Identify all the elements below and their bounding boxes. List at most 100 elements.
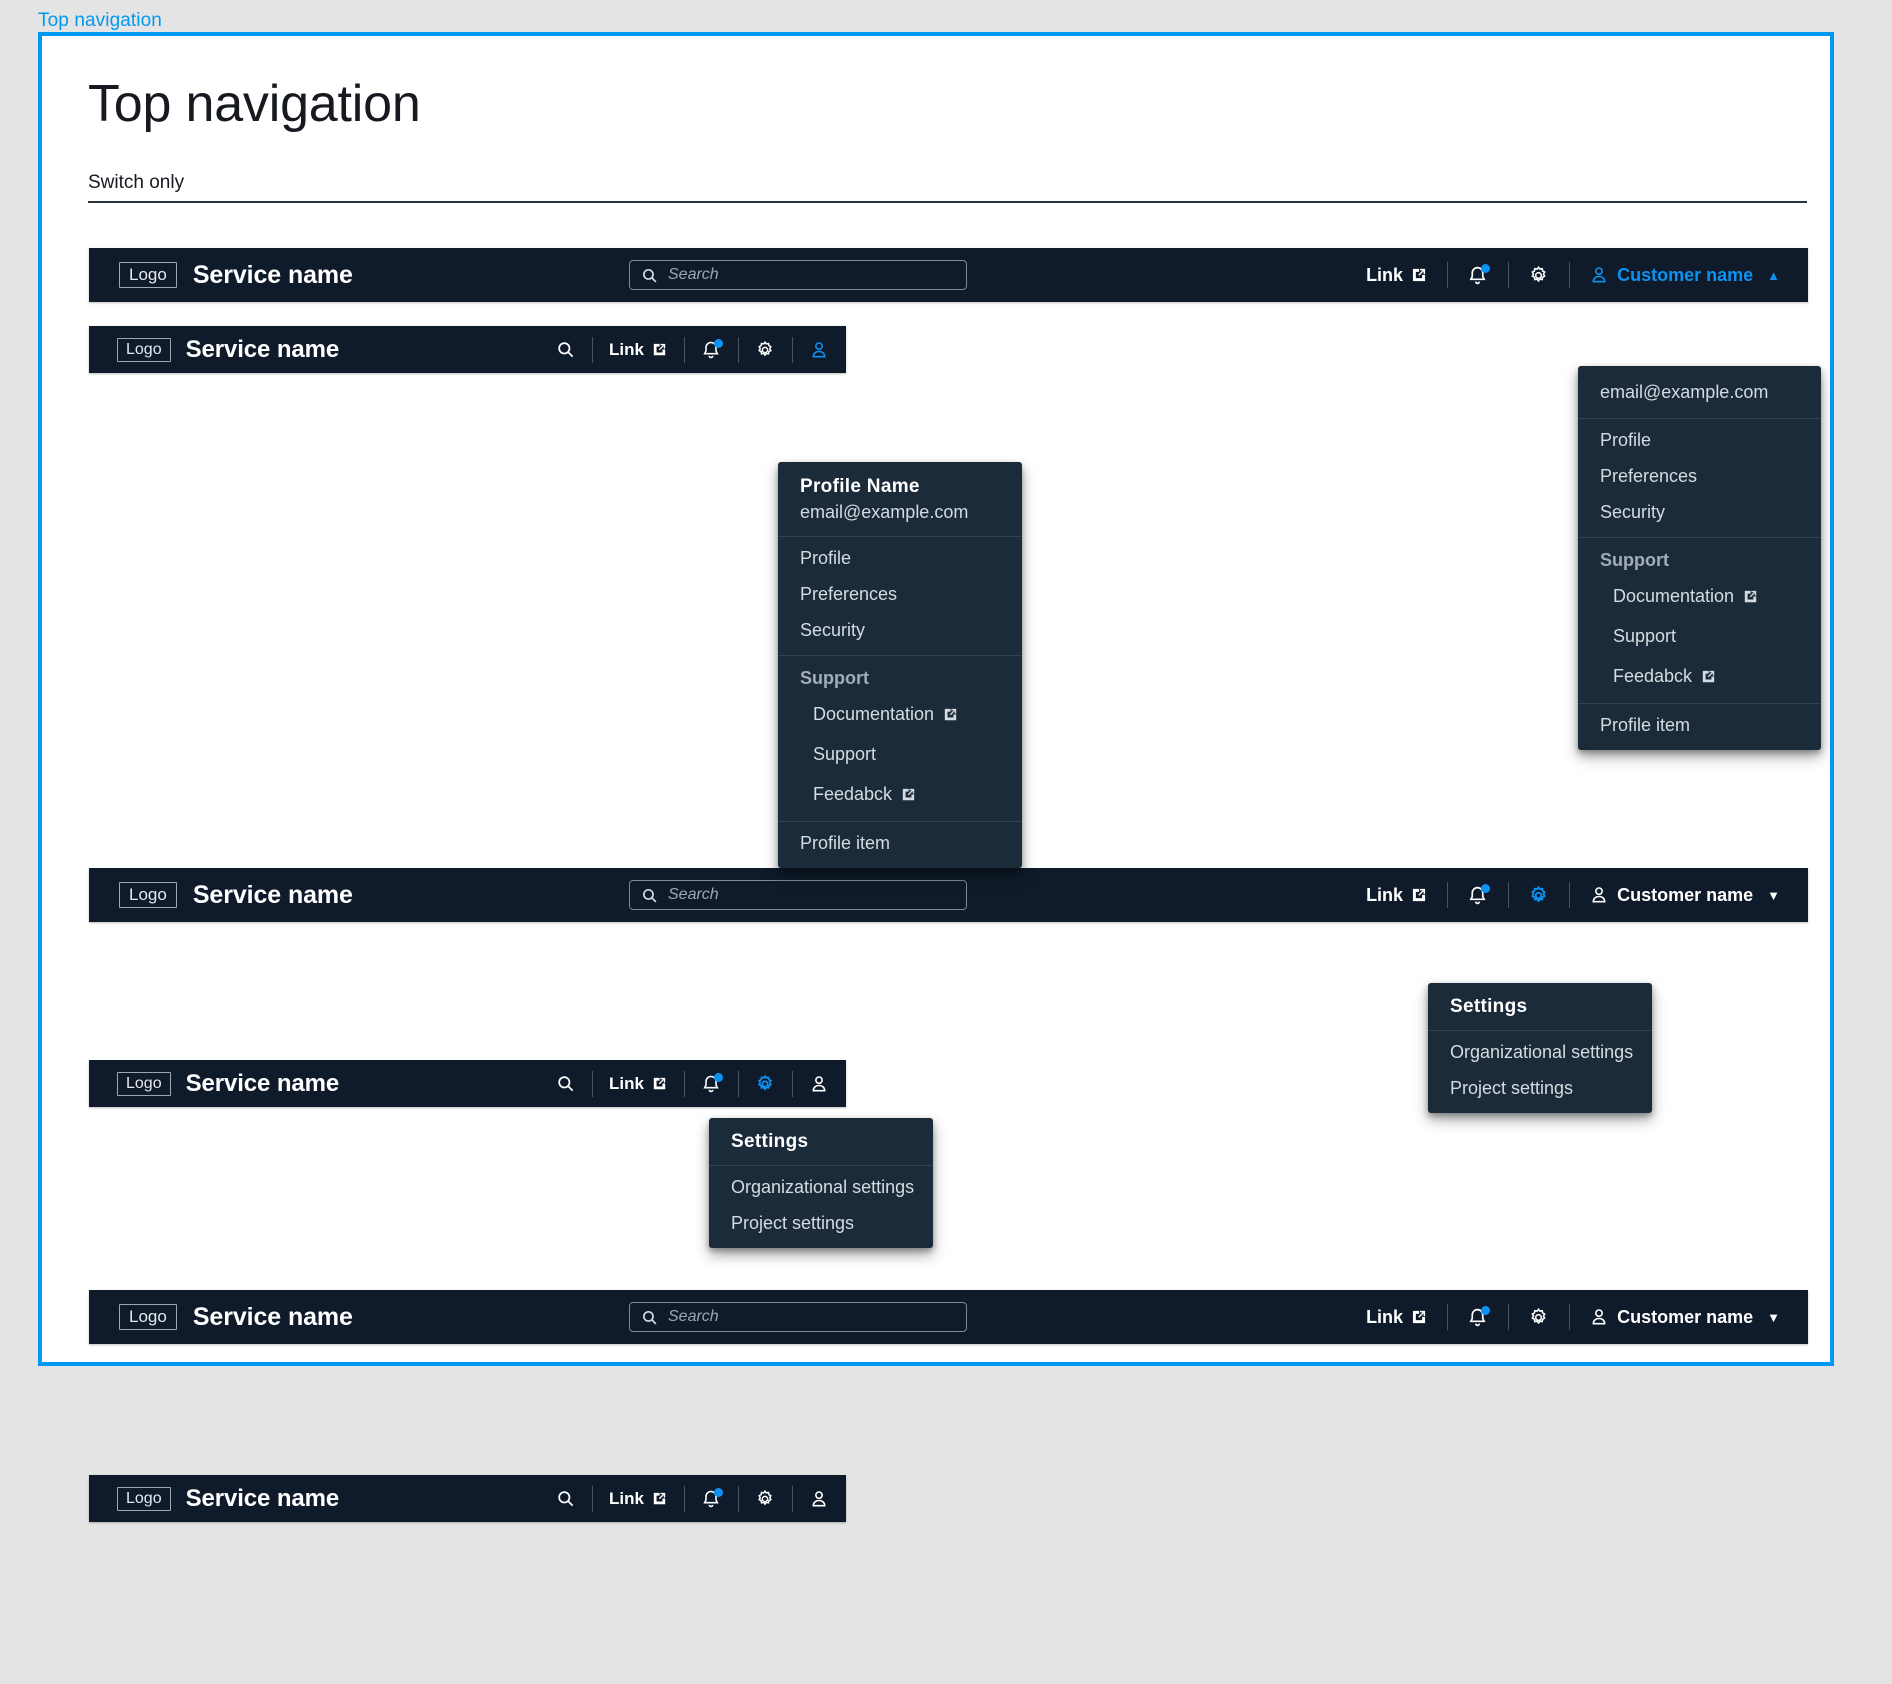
- notifications-button[interactable]: [684, 1060, 738, 1107]
- navbar-6: Logo Service name Link: [89, 1475, 846, 1522]
- notifications-button[interactable]: [1447, 248, 1508, 302]
- profile-menu-email: email@example.com: [800, 502, 969, 522]
- customer-menu-button[interactable]: Customer name ▼: [1569, 1290, 1808, 1344]
- service-name: Service name: [185, 1069, 340, 1097]
- menu-item-organizational-settings[interactable]: Organizational settings: [731, 1177, 915, 1197]
- navbar-6-brand[interactable]: Logo Service name: [89, 1485, 339, 1513]
- profile-menu-center: Profile Name email@example.com Profile P…: [778, 462, 1022, 868]
- service-name: Service name: [192, 260, 353, 289]
- settings-button[interactable]: [738, 1475, 792, 1522]
- menu-item-documentation[interactable]: Documentation: [1578, 577, 1821, 617]
- notifications-button[interactable]: [684, 1475, 738, 1522]
- link-button[interactable]: Link: [1346, 248, 1447, 302]
- profile-menu-name: Profile Name: [800, 476, 920, 497]
- navbar-3-brand[interactable]: Logo Service name: [89, 881, 353, 910]
- notification-bell-icon: [701, 1072, 723, 1094]
- external-link-icon: [901, 787, 916, 802]
- settings-menu-title: Settings: [731, 1131, 809, 1152]
- customer-menu-button[interactable]: Customer name ▼: [1569, 868, 1808, 922]
- profile-menu-button[interactable]: [792, 326, 846, 373]
- menu-item-organizational-settings[interactable]: Organizational settings: [1450, 1042, 1634, 1062]
- logo[interactable]: Logo: [117, 337, 171, 362]
- logo[interactable]: Logo: [117, 1486, 171, 1511]
- search-input[interactable]: Search: [629, 1302, 967, 1332]
- navbar-5-brand[interactable]: Logo Service name: [89, 1303, 353, 1332]
- notification-badge-dot: [714, 338, 723, 348]
- settings-menu-items: Organizational settings Project settings: [1428, 1031, 1652, 1113]
- customer-name-label: Customer name: [1617, 1306, 1754, 1327]
- link-button[interactable]: Link: [592, 1475, 684, 1522]
- customer-menu-button[interactable]: Customer name ▲: [1569, 248, 1808, 302]
- menu-item-project-settings[interactable]: Project settings: [1450, 1078, 1574, 1098]
- menu-item-security[interactable]: Security: [800, 620, 866, 640]
- navbar-1: Logo Service name Search Link: [89, 248, 1808, 302]
- logo[interactable]: Logo: [117, 1071, 171, 1096]
- search-icon: [641, 1309, 658, 1326]
- link-button[interactable]: Link: [592, 1060, 684, 1107]
- profile-menu-header: Profile Name email@example.com: [778, 462, 1022, 537]
- logo[interactable]: Logo: [119, 882, 177, 908]
- menu-section-support: Support: [800, 668, 869, 688]
- settings-menu-title: Settings: [1450, 996, 1528, 1017]
- notifications-button[interactable]: [1447, 868, 1508, 922]
- menu-item-support[interactable]: Support: [813, 744, 877, 764]
- settings-button[interactable]: [1508, 868, 1569, 922]
- navbar-4-brand[interactable]: Logo Service name: [89, 1070, 339, 1098]
- search-button[interactable]: [539, 1060, 592, 1107]
- navbar-1-brand[interactable]: Logo Service name: [89, 261, 353, 290]
- customer-name-label: Customer name: [1617, 264, 1754, 285]
- notification-bell-icon: [701, 338, 723, 360]
- search-input[interactable]: Search: [629, 260, 967, 290]
- settings-menu-header: Settings: [1428, 983, 1652, 1031]
- settings-button[interactable]: [1508, 248, 1569, 302]
- external-link-icon: [652, 342, 667, 357]
- settings-button[interactable]: [738, 326, 792, 373]
- settings-gear-icon: [755, 1489, 775, 1509]
- external-link-icon: [1411, 1309, 1427, 1325]
- user-profile-icon: [809, 340, 829, 360]
- search-button[interactable]: [539, 326, 592, 373]
- profile-menu-button[interactable]: [792, 1060, 846, 1107]
- external-link-icon: [1411, 267, 1427, 283]
- settings-button[interactable]: [738, 1060, 792, 1107]
- menu-item-support[interactable]: Support: [1613, 626, 1677, 646]
- menu-item-documentation-label: Documentation: [1613, 586, 1735, 606]
- menu-item-preferences[interactable]: Preferences: [800, 584, 898, 604]
- menu-item-security[interactable]: Security: [1600, 502, 1666, 522]
- notifications-button[interactable]: [1447, 1290, 1508, 1344]
- menu-item-preferences[interactable]: Preferences: [1600, 466, 1698, 486]
- link-button[interactable]: Link: [1346, 1290, 1447, 1344]
- link-button[interactable]: Link: [1346, 868, 1447, 922]
- customer-name-label: Customer name: [1617, 884, 1754, 905]
- search-placeholder: Search: [668, 266, 719, 283]
- profile-menu-right: email@example.com Profile Preferences Se…: [1578, 366, 1821, 750]
- chevron-down-icon: ▼: [1767, 887, 1780, 903]
- menu-item-feedback[interactable]: Feedabck: [1578, 657, 1821, 697]
- profile-menu-button[interactable]: [792, 1475, 846, 1522]
- menu-item-profile[interactable]: Profile: [800, 548, 852, 568]
- navbar-6-utilities: Link: [539, 1475, 846, 1522]
- link-label: Link: [1366, 884, 1404, 905]
- menu-item-feedback[interactable]: Feedabck: [778, 775, 1022, 815]
- search-input[interactable]: Search: [629, 880, 967, 910]
- settings-gear-icon: [755, 1074, 775, 1094]
- logo[interactable]: Logo: [119, 1304, 177, 1330]
- link-button[interactable]: Link: [592, 326, 684, 373]
- search-placeholder: Search: [668, 1308, 719, 1325]
- menu-item-profile-item[interactable]: Profile item: [1600, 715, 1691, 735]
- user-profile-icon: [809, 1074, 829, 1094]
- menu-item-profile-item[interactable]: Profile item: [800, 833, 891, 853]
- notification-bell-icon: [1467, 263, 1491, 286]
- notification-bell-icon: [1467, 1305, 1491, 1328]
- settings-button[interactable]: [1508, 1290, 1569, 1344]
- search-button[interactable]: [539, 1475, 592, 1522]
- settings-gear-icon: [1528, 265, 1549, 286]
- logo[interactable]: Logo: [119, 262, 177, 288]
- notifications-button[interactable]: [684, 326, 738, 373]
- menu-item-documentation[interactable]: Documentation: [778, 695, 1022, 735]
- navbar-2-utilities: Link: [539, 326, 846, 373]
- menu-item-project-settings[interactable]: Project settings: [731, 1213, 855, 1233]
- navbar-2-brand[interactable]: Logo Service name: [89, 336, 339, 364]
- menu-item-profile[interactable]: Profile: [1600, 430, 1652, 450]
- external-link-icon: [943, 707, 958, 722]
